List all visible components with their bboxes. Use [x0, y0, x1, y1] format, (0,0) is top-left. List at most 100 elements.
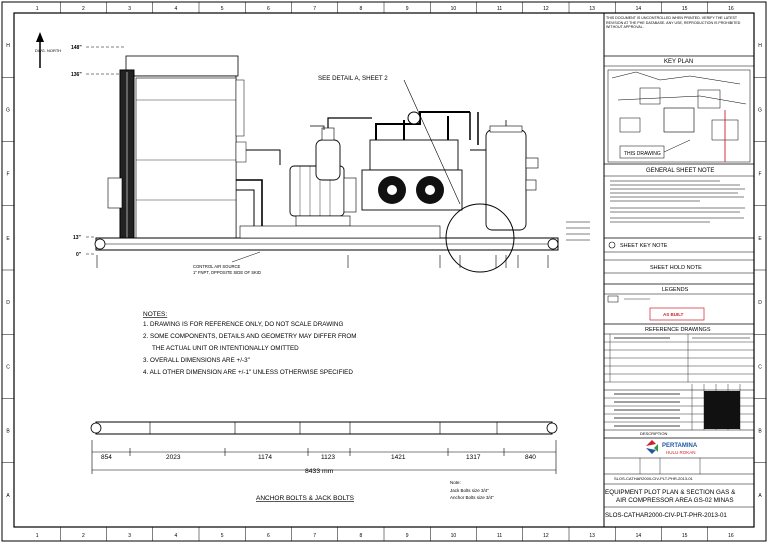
column-label-bottom: 14: [636, 533, 642, 539]
scrubber-vessel: [310, 117, 372, 181]
column-label-bottom: 7: [313, 533, 316, 539]
column-label-top: 6: [267, 6, 270, 12]
cooler-unit: [107, 55, 281, 241]
key-plan-map: THIS DRAWING: [607, 69, 751, 163]
detail-callout: SEE DETAIL A, SHEET 2: [318, 75, 515, 273]
note-line-1: 1. DRAWING IS FOR REFERENCE ONLY, DO NOT…: [143, 321, 343, 328]
compressor-frame: [361, 111, 470, 211]
row-label-right: H: [758, 43, 762, 49]
column-label-top: 11: [497, 6, 502, 12]
column-label-top: 2: [82, 6, 85, 12]
receiver-tank: [469, 112, 539, 231]
column-label-top: 10: [451, 6, 457, 12]
column-label-bottom: 2: [82, 533, 85, 539]
row-label-left: B: [6, 429, 10, 435]
row-label-left: H: [6, 43, 10, 49]
row-label-right: G: [758, 107, 762, 113]
segment-7: 840: [525, 454, 536, 461]
column-label-bottom: 1: [36, 533, 39, 539]
row-label-left: C: [6, 364, 10, 370]
column-label-bottom: 5: [221, 533, 224, 539]
sheet-key-note-title: SHEET KEY NOTE: [620, 243, 668, 249]
skid-base: [94, 221, 590, 268]
anchor-note-title: Note:: [450, 480, 461, 485]
north-arrow: DWG. NORTH: [35, 32, 61, 68]
revision-table: DESCRIPTION: [604, 384, 754, 436]
company-name-1: PERTAMINA: [662, 443, 698, 449]
column-label-bottom: 4: [174, 533, 177, 539]
note-line-3: THE ACTUAL UNIT OR INTENTIONALLY OMITTED: [152, 345, 299, 352]
elevation-13: 13": [73, 235, 82, 241]
drawing-number: SLOS-CATHAR2000-CIV-PLT-PHR-2013-01: [605, 512, 727, 519]
this-drawing-label: THIS DRAWING: [624, 151, 661, 157]
column-label-bottom: 11: [497, 533, 502, 539]
row-label-right: D: [758, 300, 762, 306]
doc-number-small: SLOS-CATHAR2000-CIV-PLT-PHR-2013-01: [614, 476, 694, 481]
column-label-bottom: 6: [267, 533, 270, 539]
row-label-right: A: [758, 493, 762, 499]
column-label-top: 13: [589, 6, 595, 12]
drawing-title-2: AIR COMPRESSOR AREA GS-02 MINAS: [616, 497, 734, 504]
sheet-hold-note-title: SHEET HOLD NOTE: [650, 265, 702, 271]
key-plan-title: KEY PLAN: [664, 59, 693, 65]
column-label-top: 1: [36, 6, 39, 12]
drawing-title-1: EQUIPMENT PLOT PLAN & SECTION GAS &: [605, 489, 736, 496]
segment-6: 1317: [466, 454, 481, 461]
row-label-left: F: [6, 172, 9, 178]
segment-1: 854: [101, 454, 112, 461]
control-air-label-2: 1" FNPT, OPPOSITE SIDE OF SKID: [193, 270, 261, 275]
row-label-left: G: [6, 107, 10, 113]
column-label-top: 7: [313, 6, 316, 12]
anchor-note-2: Anchor Bolts size 3/4": [450, 495, 494, 500]
confidential-notice: THIS DOCUMENT IS UNCONTROLLED WHEN PRINT…: [606, 16, 741, 29]
column-label-top: 3: [128, 6, 131, 12]
general-sheet-note-title: GENERAL SHEET NOTE: [646, 168, 714, 174]
north-label: DWG. NORTH: [35, 48, 61, 53]
elevation-148: 148": [71, 45, 82, 51]
column-label-bottom: 12: [543, 533, 549, 539]
column-label-top: 12: [543, 6, 549, 12]
elevation-136: 136": [71, 72, 82, 78]
row-label-right: C: [758, 364, 762, 370]
column-label-bottom: 3: [128, 533, 131, 539]
segment-5: 1421: [391, 454, 406, 461]
column-label-top: 14: [636, 6, 642, 12]
column-label-bottom: 10: [451, 533, 457, 539]
anchor-plan-title: ANCHOR BOLTS & JACK BOLTS: [256, 495, 355, 502]
control-air-note: CONTROL AIR SOURCE 1" FNPT, OPPOSITE SID…: [193, 251, 261, 275]
notes-block: NOTES: 1. DRAWING IS FOR REFERENCE ONLY,…: [143, 311, 357, 376]
company-name-2: HULU ROKAN: [666, 450, 696, 455]
column-label-bottom: 9: [406, 533, 409, 539]
description-label: DESCRIPTION: [640, 431, 667, 436]
segment-2: 2023: [166, 454, 181, 461]
note-line-4: 3. OVERALL DIMENSIONS ARE +/-3": [143, 357, 250, 364]
control-air-label-1: CONTROL AIR SOURCE: [193, 264, 241, 269]
row-label-right: F: [758, 172, 761, 178]
as-built-stamp: AS BUILT: [663, 312, 684, 317]
column-label-bottom: 15: [682, 533, 688, 539]
overall-dimension: 8433 mm: [305, 468, 334, 475]
column-label-bottom: 13: [589, 533, 595, 539]
column-label-top: 8: [359, 6, 362, 12]
segment-4: 1123: [321, 454, 335, 461]
reference-table: [604, 334, 754, 383]
notes-title: NOTES:: [143, 311, 167, 318]
general-notes-text-lines: [610, 180, 745, 223]
company-logo: PERTAMINA HULU ROKAN: [646, 440, 698, 455]
column-label-bottom: 16: [728, 533, 734, 539]
segment-3: 1174: [258, 454, 272, 461]
elevation-0: 0": [76, 252, 82, 258]
title-block: THIS DOCUMENT IS UNCONTROLLED WHEN PRINT…: [603, 12, 755, 528]
note-line-2: 2. SOME COMPONENTS, DETAILS AND GEOMETRY…: [143, 333, 357, 340]
note-line-5: 4. ALL OTHER DIMENSION ARE +/-1" UNLESS …: [143, 369, 353, 376]
column-label-top: 16: [728, 6, 734, 12]
column-label-top: 9: [406, 6, 409, 12]
elevation-marks: 148" 136" 13" 0": [71, 45, 125, 258]
column-label-top: 4: [174, 6, 177, 12]
legends-title: LEGENDS: [662, 287, 689, 293]
row-label-left: E: [6, 236, 10, 242]
